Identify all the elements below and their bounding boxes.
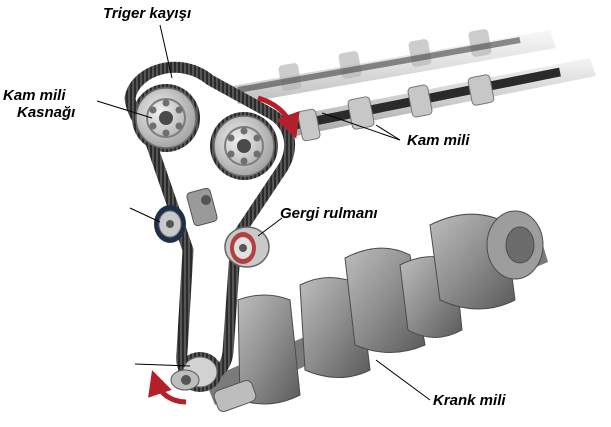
label-cam-pulley-line1: Kam mili <box>3 87 66 104</box>
rotation-arrow-cam <box>257 95 300 139</box>
leader-crank-sprocket <box>134 363 191 367</box>
leader-idler <box>129 207 161 223</box>
leader-camshaft-b <box>321 112 401 141</box>
camshaft-lower <box>280 58 596 142</box>
crankshaft <box>205 210 548 412</box>
leader-camshaft-a <box>375 124 401 141</box>
label-timing-belt: Triger kayışı <box>103 5 192 22</box>
label-crankshaft: Krank mili <box>433 392 506 409</box>
leader-crankshaft <box>375 359 431 401</box>
idler-pulley <box>154 187 218 243</box>
camshaft-upper <box>232 29 556 104</box>
tensioner-pulley <box>224 226 270 268</box>
label-camshaft: Kam mili <box>407 132 470 149</box>
label-tensioner: Gergi rulmanı <box>280 205 378 222</box>
crank-sprocket <box>170 352 222 392</box>
cam-pulley-right <box>210 112 278 180</box>
leader-lines <box>96 24 431 401</box>
cam-pulley-left <box>132 84 200 152</box>
leader-timing-belt <box>159 24 173 79</box>
leader-tensioner <box>257 217 283 237</box>
label-cam-pulley-line2: Kasnağı <box>17 104 76 121</box>
leader-cam-pulley <box>96 100 153 119</box>
rotation-arrow-crank <box>148 370 187 405</box>
